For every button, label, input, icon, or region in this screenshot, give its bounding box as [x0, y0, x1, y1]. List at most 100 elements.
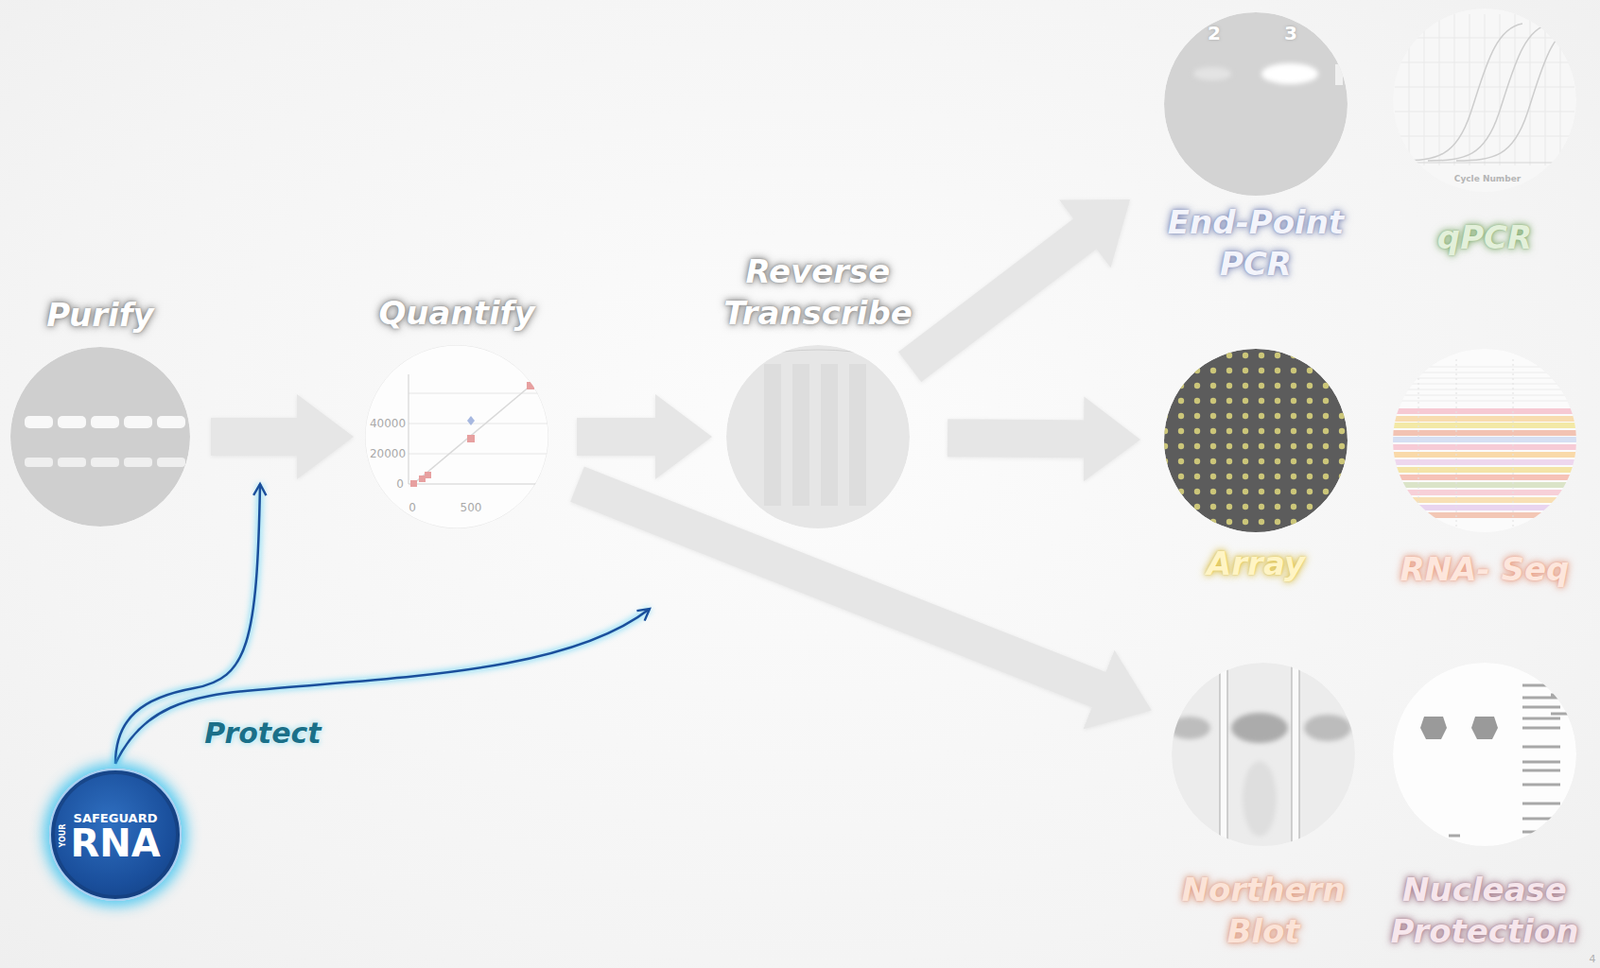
- read-track: [1390, 497, 1580, 504]
- chart-axis: [408, 374, 558, 485]
- track-divider: [1418, 359, 1514, 530]
- ladder-band: [1448, 685, 1570, 836]
- data-point: [467, 416, 475, 426]
- step-heading: Nuclease Protection: [1371, 869, 1599, 953]
- data-point: [467, 434, 475, 443]
- read-track: [1390, 452, 1580, 458]
- axis-tick: 500: [460, 501, 483, 515]
- image-disc: [1164, 348, 1348, 533]
- amplification-curve: [1456, 23, 1580, 161]
- read-track: [1390, 482, 1580, 488]
- northern-blot-image: [1168, 661, 1356, 852]
- axis-title: Cycle Number: [1454, 173, 1521, 184]
- data-point: [424, 471, 432, 479]
- image-disc: [726, 345, 910, 529]
- step-circle: Northern Blot: [1171, 662, 1356, 847]
- step-heading: Quantify: [343, 292, 571, 334]
- protect-arrow: [115, 608, 650, 765]
- image-disc: [1392, 662, 1577, 847]
- axis-tick: 0: [408, 501, 417, 515]
- step-heading: Array: [1142, 542, 1370, 585]
- step-circle: Nuclease Protection: [1392, 662, 1577, 847]
- gel-band: [1261, 63, 1319, 85]
- gel-band: [156, 457, 186, 468]
- step-circle: Quantify: [365, 345, 549, 529]
- read-track: [1390, 504, 1580, 511]
- image-disc: [1392, 348, 1577, 533]
- read-track: [1390, 422, 1580, 429]
- page-number: 4: [1589, 953, 1597, 966]
- axis-tick: 0: [396, 477, 404, 491]
- flow-arrow: [576, 484, 1116, 697]
- data-point: [410, 480, 418, 487]
- rt-gel-image: [726, 345, 910, 529]
- read-track: [1390, 474, 1580, 481]
- step-heading: End-Point PCR: [1142, 201, 1370, 285]
- blot-band: [1304, 714, 1352, 742]
- protect-arrows: [115, 484, 650, 765]
- image-disc: [1164, 12, 1348, 196]
- gel-band: [57, 457, 87, 468]
- axis-tick: 40000: [369, 417, 406, 431]
- gel-band: [123, 457, 153, 468]
- step-circle: Reverse Transcribe: [726, 345, 910, 529]
- step-heading: Reverse Transcribe: [704, 250, 932, 334]
- lane-divider: [1291, 661, 1300, 852]
- grid-line: [408, 393, 558, 454]
- step-circle: Array: [1164, 348, 1348, 533]
- grid-line: [1394, 14, 1575, 166]
- microarray-image: [1164, 348, 1348, 533]
- image-disc: [10, 347, 191, 527]
- sequencing-tracks: [1390, 348, 1580, 533]
- lane-divider: [1219, 661, 1228, 852]
- gel-band: [1193, 67, 1232, 81]
- protected-fragment: [1420, 716, 1447, 740]
- gel-band: [90, 457, 120, 468]
- gel-band: [24, 457, 53, 468]
- image-disc: [1171, 662, 1356, 847]
- step-heading: RNA- Seq: [1371, 548, 1599, 591]
- qpcr-plot: [1392, 8, 1580, 192]
- array-grid: [1164, 348, 1348, 533]
- gel-band: [24, 416, 53, 429]
- lane-number: 3: [1284, 21, 1298, 45]
- annotation-text: Protect: [204, 716, 321, 750]
- step-heading: Purify: [0, 294, 214, 336]
- step-circle: Purify: [10, 347, 191, 527]
- badge-text: RNA: [51, 823, 180, 864]
- flow-arrow: [576, 417, 675, 456]
- pcr-gel-image: [1164, 12, 1348, 196]
- step-heading: Northern Blot: [1149, 869, 1377, 953]
- step-circle: qPCR: [1392, 8, 1577, 192]
- gel-lane: [820, 364, 838, 506]
- blot-band: [1231, 713, 1288, 744]
- read-track: [1390, 408, 1580, 415]
- bracket-line: [747, 349, 889, 358]
- read-track: [1390, 430, 1580, 436]
- data-point: [418, 475, 426, 483]
- image-disc: [365, 345, 549, 529]
- gel-band: [156, 416, 186, 429]
- gel-band: [90, 416, 120, 429]
- badge-seal: SAFEGUARDYOURRNA: [49, 768, 182, 902]
- arrow-glow: [115, 608, 650, 765]
- read-track: [1390, 512, 1580, 519]
- blot-smear: [1242, 761, 1277, 837]
- step-circle: RNA- Seq: [1392, 348, 1577, 533]
- gel-lane: [849, 364, 867, 506]
- read-track: [1390, 444, 1580, 451]
- image-disc: [1392, 8, 1577, 192]
- standard-curve: [365, 345, 558, 529]
- chart-axis: [1394, 162, 1575, 164]
- badge-text: YOUR: [58, 823, 69, 849]
- flow-arrow: [909, 222, 1100, 367]
- gel-band: [1335, 64, 1343, 86]
- gel-image: [10, 347, 191, 527]
- gel-lane: [764, 364, 782, 506]
- protection-gel-image: [1392, 662, 1577, 847]
- amplification-curve: [1399, 23, 1523, 161]
- blot-band: [1168, 716, 1211, 740]
